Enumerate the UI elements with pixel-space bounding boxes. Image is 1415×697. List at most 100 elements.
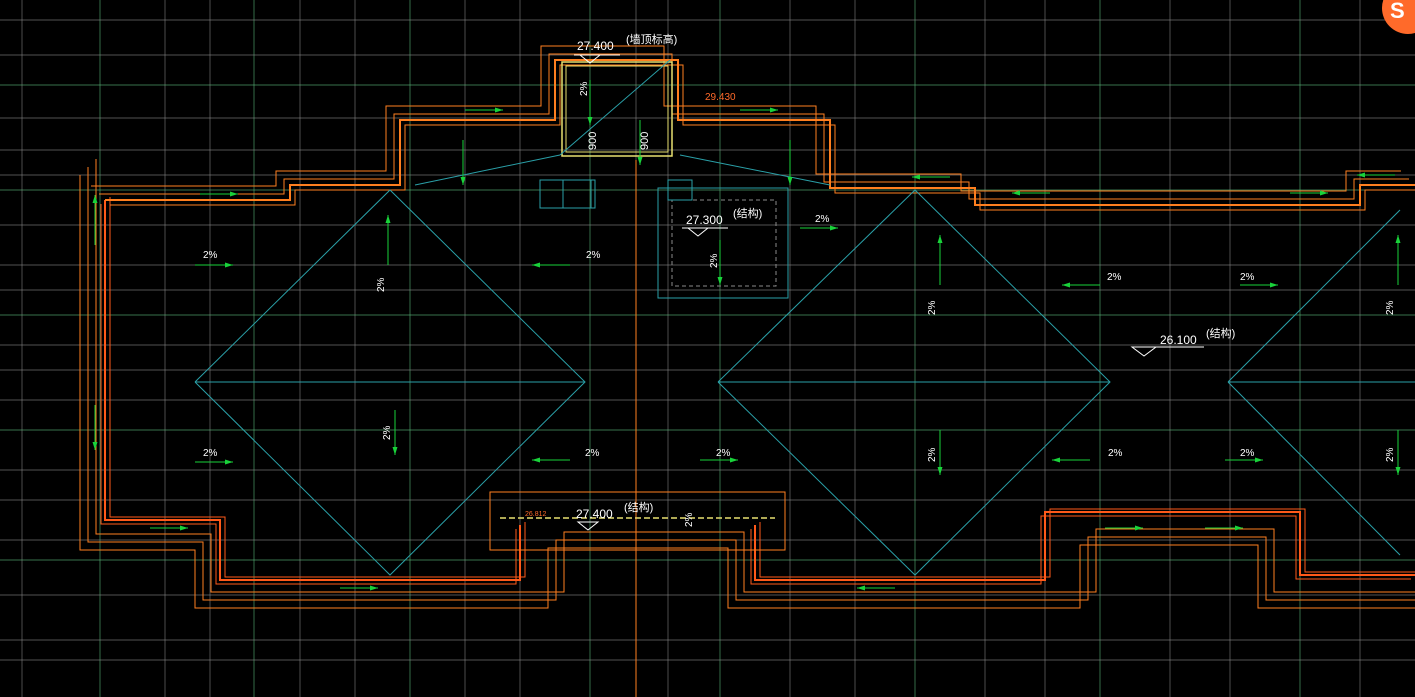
arrow-head-icon (92, 195, 98, 203)
inner-wall-right (750, 515, 1411, 585)
bottom-elevation-note: (结构) (624, 500, 653, 514)
slope-label: 2% (579, 81, 590, 96)
arrow-head-icon (787, 177, 793, 185)
arrow-head-icon (830, 225, 838, 231)
ridge-line (1227, 381, 1401, 556)
arrow-head-icon (770, 107, 778, 113)
slope-label: 2% (1240, 272, 1255, 283)
top-elevation-value: 27.400 (577, 39, 614, 53)
top-parapet-line (105, 59, 1415, 206)
drainage-arrows (92, 80, 1401, 591)
arrow-head-icon (1235, 525, 1243, 531)
slope-label: 2% (927, 447, 938, 462)
inner-wall-right (759, 508, 1415, 578)
skylight-inner (671, 199, 777, 287)
top-parapet-line (110, 64, 1415, 211)
elevation-marker-icon (686, 227, 710, 237)
ridge-line (679, 154, 831, 186)
dimension-900-right: 900 (639, 132, 651, 150)
arrow-head-icon (1357, 172, 1365, 178)
elevation-marker-icon (1130, 346, 1158, 357)
slope-label: 2% (1108, 448, 1123, 459)
arrow-head-icon (180, 525, 188, 531)
slope-label: 2% (1385, 300, 1396, 315)
outer-parapet-line (79, 175, 1415, 609)
arrow-head-icon (912, 174, 920, 180)
stair-box-inner (565, 65, 669, 153)
top-parapet-line (99, 53, 1409, 200)
outer-parapet-line (87, 167, 1415, 601)
arrow-head-icon (230, 191, 238, 197)
slope-label: 2% (376, 277, 387, 292)
middle-elevation-note: (结构) (733, 206, 762, 220)
bottom-bay (489, 491, 786, 551)
arrow-head-icon (1062, 282, 1070, 288)
drain-box (539, 179, 596, 209)
arrow-head-icon (1320, 190, 1328, 196)
arrow-head-icon (857, 585, 865, 591)
slope-label: 2% (927, 300, 938, 315)
arrow-head-icon (730, 457, 738, 463)
app-logo-icon[interactable]: S (1382, 0, 1415, 34)
arrow-head-icon (937, 467, 943, 475)
skylight-outer (657, 187, 789, 299)
arrow-head-icon (1270, 282, 1278, 288)
dimension-text-small: 29.430 (705, 92, 736, 103)
bottom-small-dimension: 26.812 (525, 511, 547, 518)
arrow-head-icon (637, 157, 643, 165)
arrow-head-icon (385, 215, 391, 223)
outer-parapet-line (95, 159, 1415, 593)
parapet-walls (79, 45, 1415, 609)
top-elevation-label: 27.400 (墙顶标高) (574, 32, 677, 64)
arrow-head-icon (392, 447, 398, 455)
arrow-head-icon (225, 262, 233, 268)
slope-label: 2% (585, 448, 600, 459)
ridge-line (1227, 209, 1401, 383)
ridge-line (559, 59, 671, 156)
arrow-head-icon (532, 457, 540, 463)
drain-box-inner (562, 179, 592, 209)
top-elevation-note: (墙顶标高) (626, 32, 677, 46)
arrow-head-icon (937, 235, 943, 243)
slope-label: 2% (1107, 272, 1122, 283)
arrow-head-icon (370, 585, 378, 591)
arrow-head-icon (1135, 525, 1143, 531)
arrow-head-icon (460, 177, 466, 185)
arrow-head-icon (532, 262, 540, 268)
inner-wall-left (109, 197, 526, 578)
dimension-900-left: 900 (587, 132, 599, 150)
stair-box (561, 61, 673, 157)
arrow-head-icon (1395, 235, 1401, 243)
right-elevation-note: (结构) (1206, 326, 1235, 340)
slope-labels: 2%2%2%2%2%2%2%2%2%2%2%2%2%2%2%2%2%2%2% (203, 81, 1396, 527)
slope-label: 2% (1240, 448, 1255, 459)
middle-elevation-value: 27.300 (686, 213, 723, 227)
top-parapet-line (91, 45, 1401, 192)
slope-label: 2% (203, 250, 218, 261)
slope-label: 2% (382, 425, 393, 440)
roof-details (539, 179, 789, 299)
arrow-head-icon (717, 277, 723, 285)
slope-label: 2% (716, 448, 731, 459)
inner-wall-left (100, 204, 517, 585)
slope-label: 2% (709, 253, 720, 268)
drain-box-small (667, 179, 693, 201)
arrow-head-icon (225, 459, 233, 465)
elevation-marker-icon (576, 521, 600, 531)
inner-wall-right (754, 511, 1415, 581)
slope-label: 2% (815, 214, 830, 225)
bottom-elevation-label: 27.400 (结构) 26.812 (525, 500, 653, 531)
slope-label: 2% (1385, 447, 1396, 462)
middle-elevation-label: 27.300 (结构) (682, 206, 762, 237)
arrow-head-icon (92, 442, 98, 450)
arrow-head-icon (1255, 457, 1263, 463)
arrow-head-icon (1052, 457, 1060, 463)
svg-text:S: S (1390, 0, 1405, 23)
bottom-elevation-value: 27.400 (576, 507, 613, 521)
slope-label: 2% (684, 512, 695, 527)
roof-ridge-lines (194, 59, 1415, 576)
right-elevation-label: 26.100 (结构) (1130, 326, 1235, 357)
